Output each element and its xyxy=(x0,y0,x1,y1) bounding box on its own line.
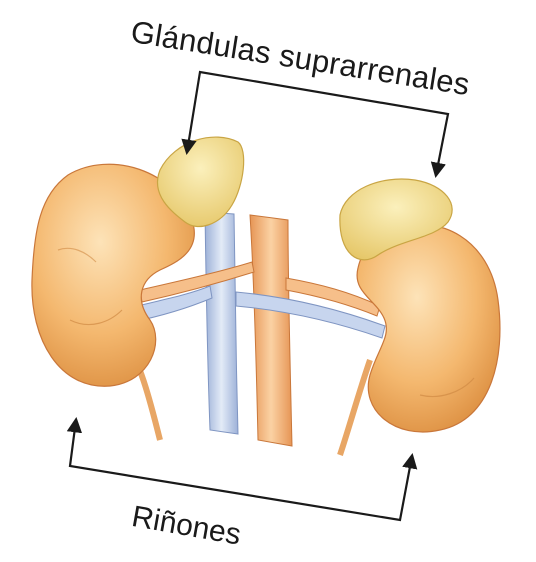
right-ureter xyxy=(340,360,370,455)
vena-cava xyxy=(205,212,238,434)
aorta xyxy=(250,215,292,446)
kidney-bracket-arrows xyxy=(70,420,412,520)
